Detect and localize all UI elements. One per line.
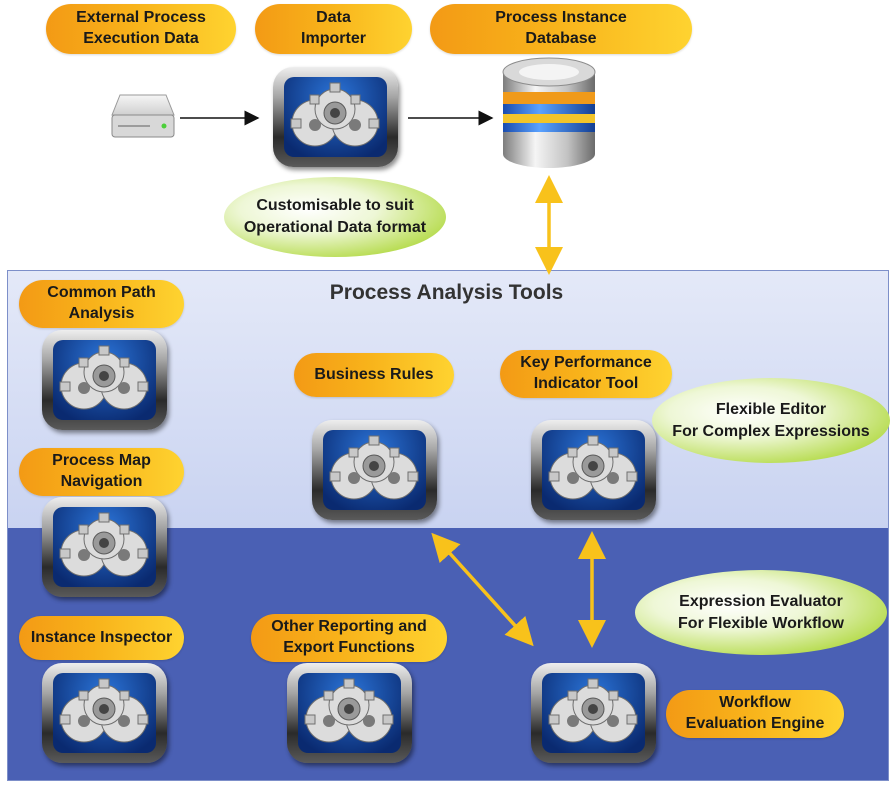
- label-business-rules: Business Rules: [294, 353, 454, 397]
- business-rules-gear-icon: [312, 420, 437, 520]
- kpi-gear-icon: [531, 420, 656, 520]
- label-common-path: Common Path Analysis: [19, 280, 184, 328]
- workflow-engine-gear-icon: [531, 663, 656, 763]
- label-external-process: External Process Execution Data: [46, 4, 236, 54]
- bubble-expression-evaluator: Expression Evaluator For Flexible Workfl…: [635, 570, 887, 655]
- label-kpi-tool: Key Performance Indicator Tool: [500, 350, 672, 398]
- database-icon: [502, 57, 596, 168]
- label-process-instance-db: Process Instance Database: [430, 4, 692, 54]
- instance-inspector-gear-icon: [42, 663, 167, 763]
- hard-drive-icon: [111, 94, 175, 138]
- process-map-gear-icon: [42, 497, 167, 597]
- bubble-flexible-editor: Flexible Editor For Complex Expressions: [652, 378, 890, 463]
- label-data-importer: Data Importer: [255, 4, 412, 54]
- panel-title: Process Analysis Tools: [329, 281, 564, 304]
- label-process-map-nav: Process Map Navigation: [19, 448, 184, 496]
- label-instance-inspector: Instance Inspector: [19, 616, 184, 660]
- label-workflow-engine: Workflow Evaluation Engine: [666, 690, 844, 738]
- common-path-gear-icon: [42, 330, 167, 430]
- data-importer-gear-icon: [273, 67, 398, 167]
- other-reporting-gear-icon: [287, 663, 412, 763]
- label-other-reporting: Other Reporting and Export Functions: [251, 614, 447, 662]
- bubble-customisable: Customisable to suit Operational Data fo…: [224, 177, 446, 257]
